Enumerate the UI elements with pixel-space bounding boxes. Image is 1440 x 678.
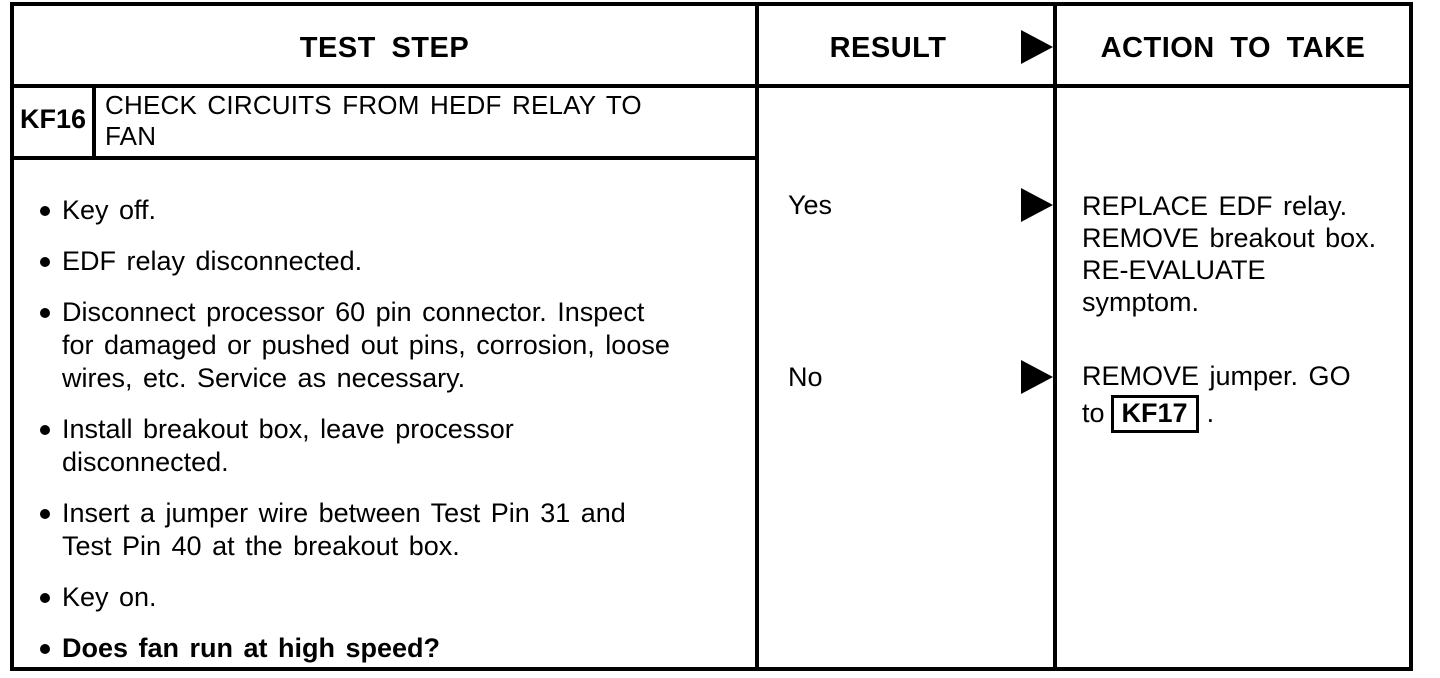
action-yes-line: RE-EVALUATE <box>1082 255 1266 285</box>
action-yes-line: REMOVE breakout box. <box>1082 223 1377 253</box>
result-yes-label: Yes <box>788 190 833 220</box>
column-header-result: RESULT <box>829 32 947 64</box>
action-yes: REPLACE EDF relay. REMOVE breakout box. … <box>1082 190 1412 318</box>
test-step-text: Does fan run at high speed? <box>62 633 441 663</box>
action-no-line2-suffix: . <box>1206 398 1215 428</box>
header-result-arrow-icon <box>1021 30 1053 64</box>
test-step-item: EDF relay disconnected. <box>40 245 682 278</box>
test-step-text: Key off. <box>62 195 157 225</box>
test-title-row-divider <box>14 156 759 160</box>
test-step-text: Install breakout box, leave processor di… <box>62 414 514 477</box>
result-no-arrow-icon <box>1021 360 1053 394</box>
test-step-text: Key on. <box>62 582 157 612</box>
test-id-cell-divider <box>92 84 96 156</box>
test-step-list: Key off. EDF relay disconnected. Disconn… <box>40 194 682 678</box>
header-row-divider <box>14 84 1409 88</box>
test-step-question: Does fan run at high speed? <box>40 632 682 665</box>
test-id-badge: KF16 <box>19 104 87 134</box>
test-ref-kf17: KF17 <box>1110 395 1199 434</box>
test-title: CHECK CIRCUITS FROM HEDF RELAY TO FAN <box>105 90 642 151</box>
test-step-item: Key on. <box>40 581 682 614</box>
column-divider-test-result <box>755 6 759 667</box>
test-step-text: Insert a jumper wire between Test Pin 31… <box>62 498 626 561</box>
action-yes-line: REPLACE EDF relay. <box>1082 191 1348 221</box>
test-step-text: EDF relay disconnected. <box>62 246 363 276</box>
result-no-label: No <box>788 362 823 392</box>
action-yes-line: symptom. <box>1082 287 1200 317</box>
test-step-text: Disconnect processor 60 pin connector. I… <box>62 297 670 393</box>
test-step-item: Install breakout box, leave processor di… <box>40 413 682 479</box>
action-no-line2-prefix: to <box>1082 398 1105 428</box>
result-yes-arrow-icon <box>1021 188 1053 222</box>
test-step-item: Key off. <box>40 194 682 227</box>
test-step-item: Insert a jumper wire between Test Pin 31… <box>40 497 682 563</box>
test-step-item: Disconnect processor 60 pin connector. I… <box>40 296 682 395</box>
action-no-line1: REMOVE jumper. GO <box>1082 361 1351 391</box>
column-divider-result-action <box>1053 6 1057 667</box>
test-table: TEST STEP RESULT ACTION TO TAKE KF16 CHE… <box>10 2 1413 671</box>
column-header-test-step: TEST STEP <box>299 32 470 64</box>
column-header-action-to-take: ACTION TO TAKE <box>1100 32 1366 64</box>
